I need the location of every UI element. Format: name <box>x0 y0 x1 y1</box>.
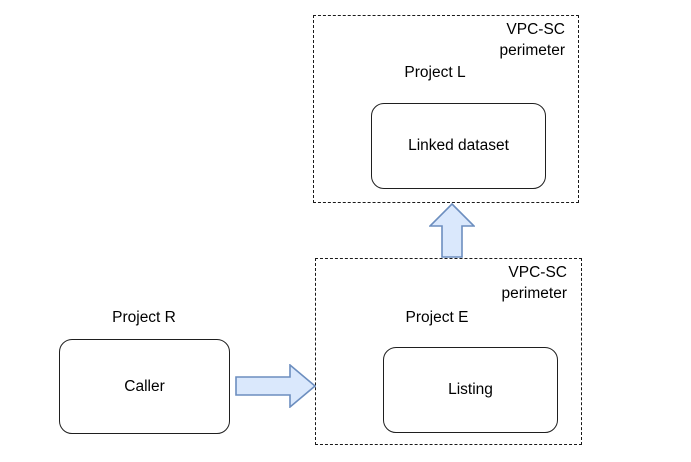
vpc-sc-perimeter-project-l <box>313 15 579 203</box>
arrow-right-shape <box>235 364 316 408</box>
vpc-sc-perimeter-project-e <box>315 258 582 445</box>
arrow-right-icon <box>235 364 316 408</box>
perimeter-label-project-l: VPC-SC perimeter <box>499 21 565 59</box>
project-label-l: Project L <box>404 64 466 81</box>
project-label-e: Project E <box>405 309 469 326</box>
project-label-r: Project R <box>112 309 176 326</box>
node-listing[interactable]: Listing <box>383 347 558 433</box>
perimeter-label-project-e: VPC-SC perimeter <box>501 264 567 302</box>
arrow-up-shape <box>429 203 475 258</box>
node-linked-dataset[interactable]: Linked dataset <box>371 103 546 189</box>
node-caller[interactable]: Caller <box>59 339 230 434</box>
arrow-up-icon <box>429 203 475 258</box>
